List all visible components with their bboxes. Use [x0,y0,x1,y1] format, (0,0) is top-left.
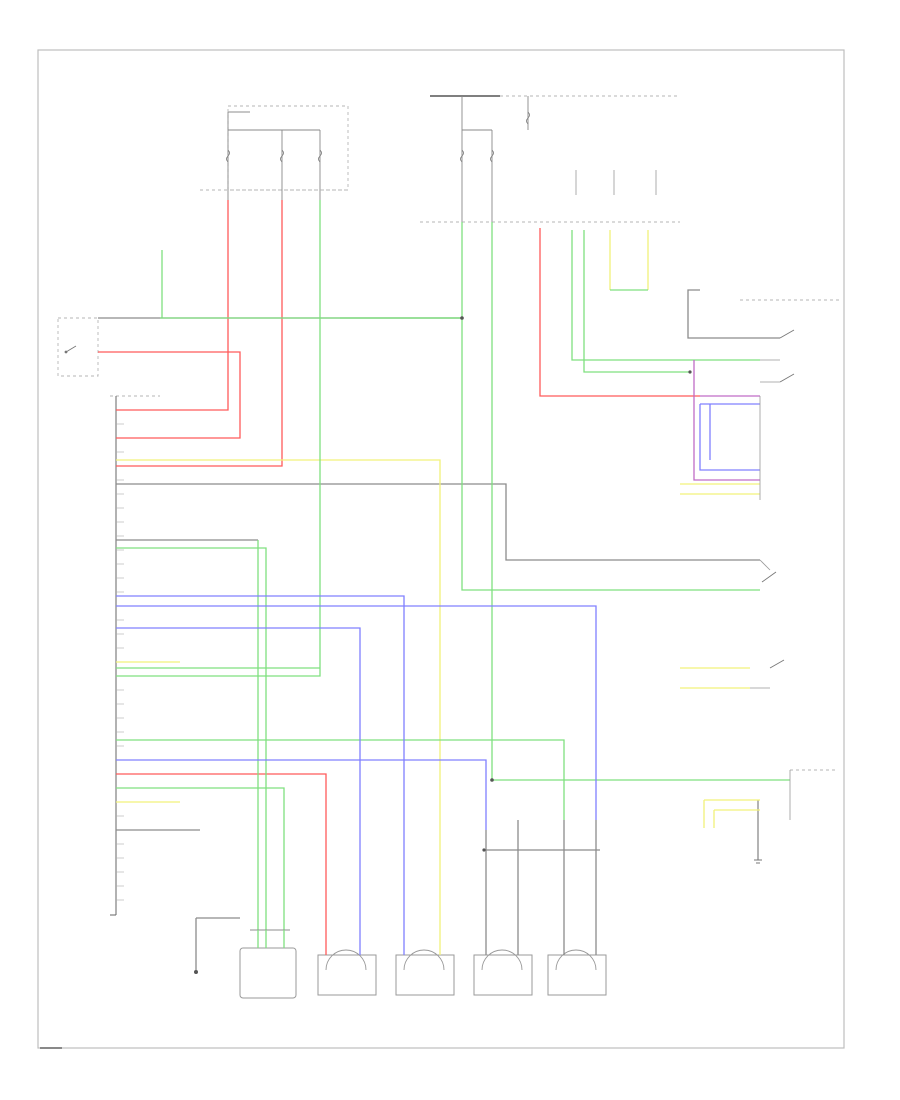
abs-control-module [110,395,160,916]
yellow-wires [116,230,760,940]
top-left-fuse-box [200,105,349,200]
top-center-fuse-box [420,95,680,223]
black-wires [98,289,780,970]
red-wires [98,200,700,910]
sensor-leads [257,910,597,955]
right-switch-assembly [740,299,840,383]
yaw-rate-sensor [239,929,297,999]
blue-wires [116,403,760,940]
green-wires [116,200,790,930]
fuse-icon [226,149,322,163]
switch-icon [65,345,77,353]
switch-icon [769,659,785,669]
switch-icon [761,571,777,583]
wheel-speed-sensor-icon [317,949,607,996]
stoplamp-switch [759,559,777,583]
driver-switch-box [57,317,99,377]
steering-angle-sensor [789,769,838,820]
splice-dots [460,316,692,852]
diagram-frame [37,49,845,1049]
purple-wires [693,360,760,481]
switch-icon [779,329,795,339]
parking-brake-switch [750,659,785,689]
ground-icon [194,859,762,974]
